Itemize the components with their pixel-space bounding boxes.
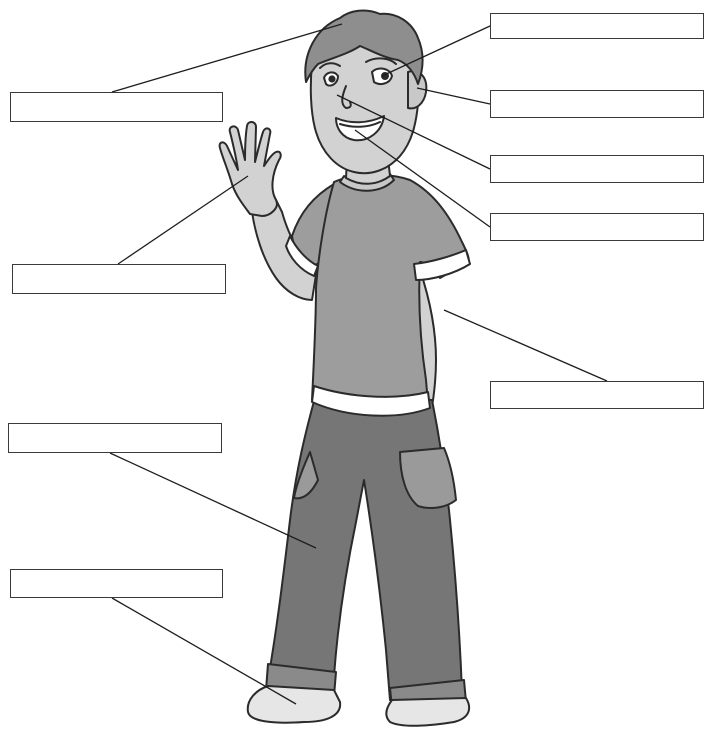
hand-label-box[interactable] — [12, 264, 226, 294]
right-shoe — [386, 698, 469, 726]
nose-label-box[interactable] — [490, 155, 704, 183]
shoe-label-box[interactable] — [10, 569, 223, 598]
leader-line-hand — [118, 176, 248, 264]
leader-line-shoe — [112, 598, 296, 704]
leader-line-trousers — [110, 453, 316, 548]
arm-label-box[interactable] — [490, 381, 704, 409]
trousers — [270, 394, 462, 700]
ear-label-box[interactable] — [490, 90, 704, 118]
left-shoe — [248, 686, 340, 723]
trousers-label-box[interactable] — [8, 423, 222, 453]
waving-hand — [220, 122, 281, 216]
leader-line-ear — [417, 88, 490, 104]
hair-label-box[interactable] — [10, 92, 223, 122]
t-shirt — [312, 175, 469, 412]
eye-label-box[interactable] — [490, 13, 704, 39]
left-pupil — [329, 76, 334, 81]
leader-line-arm — [444, 310, 607, 381]
mouth-label-box[interactable] — [490, 213, 704, 241]
